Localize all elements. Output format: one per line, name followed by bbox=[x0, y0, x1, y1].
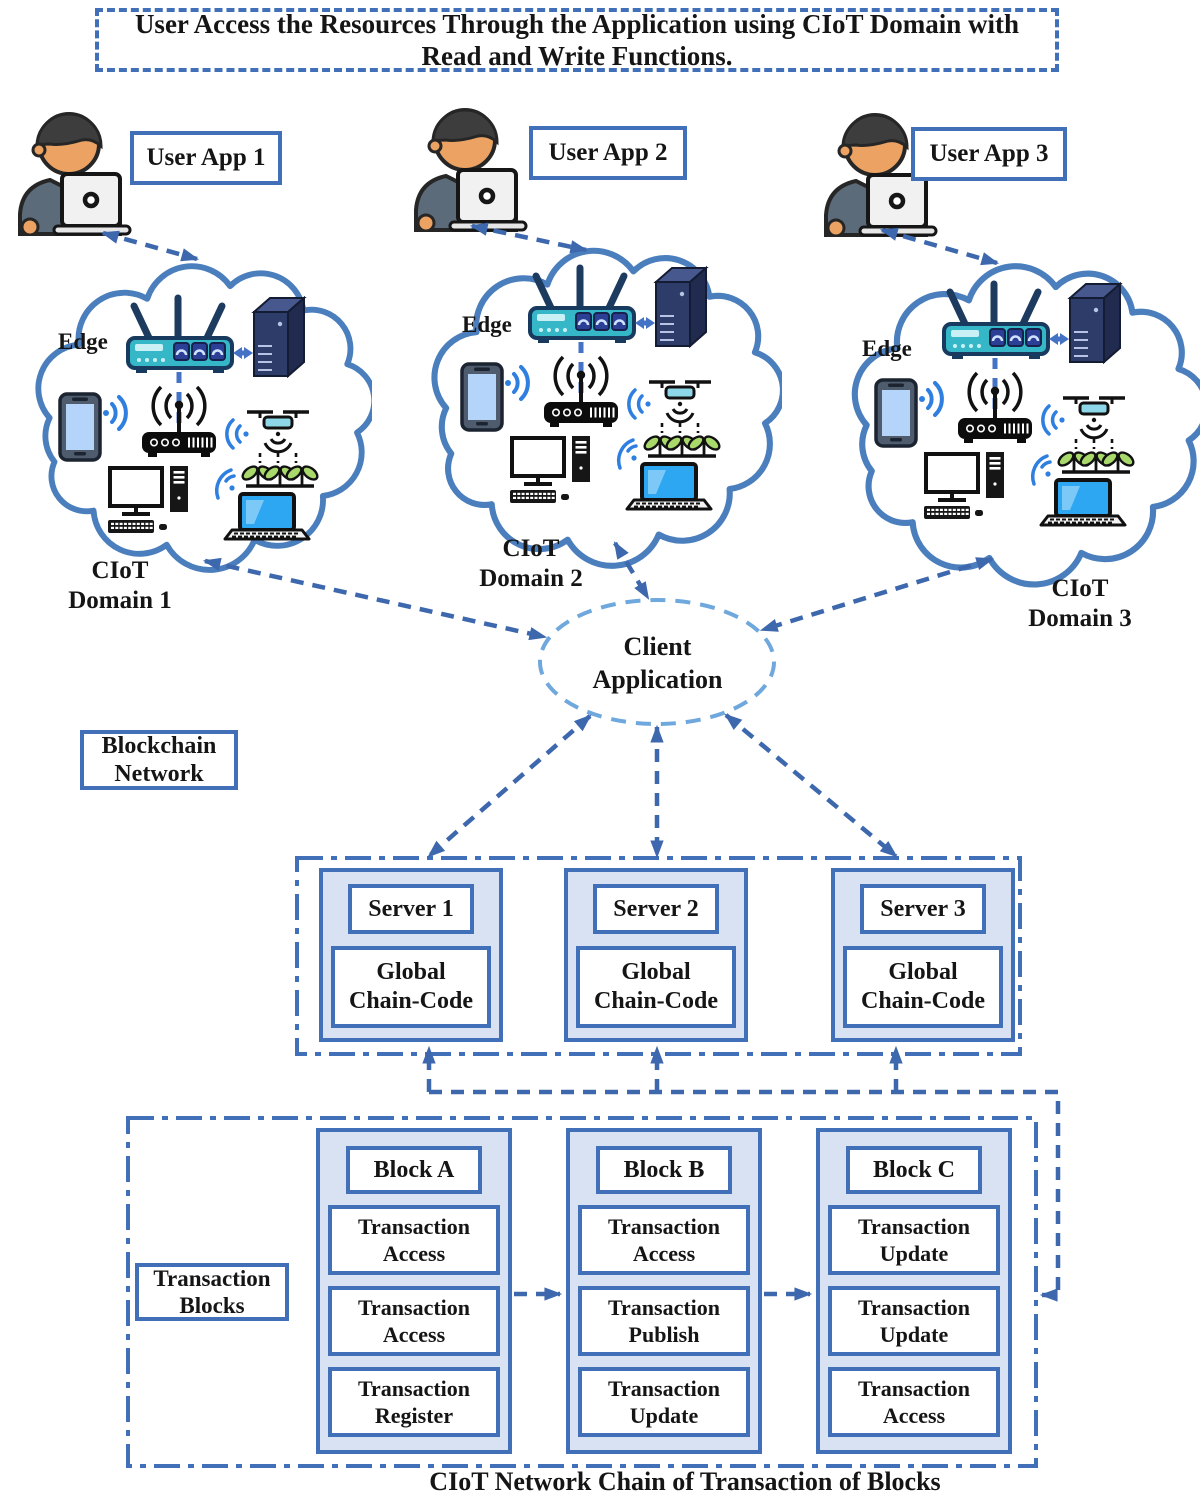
block-c-transaction-1: Transaction Update bbox=[828, 1205, 1000, 1275]
arrow-user2-domain2 bbox=[469, 222, 589, 254]
domain-2-label: CIoT Domain 2 bbox=[446, 534, 616, 594]
bottom-caption: CIoT Network Chain of Transaction of Blo… bbox=[429, 1467, 941, 1496]
block-a-transaction-2: Transaction Access bbox=[328, 1286, 500, 1356]
title-banner: User Access the Resources Through the Ap… bbox=[95, 8, 1059, 72]
server-3-panel: Server 3 Global Chain-Code bbox=[831, 868, 1015, 1042]
arrow-domain1-client bbox=[202, 557, 548, 641]
server-3-chaincode-line1: Global bbox=[888, 959, 958, 985]
client-application-ellipse bbox=[538, 598, 776, 726]
blockchain-line2: Network bbox=[114, 761, 204, 787]
tx-line1: Transaction bbox=[857, 1376, 971, 1401]
server-3-chaincode-line2: Chain-Code bbox=[860, 988, 986, 1014]
server-3-name-box: Server 3 bbox=[860, 884, 986, 934]
block-c-panel: Block C Transaction Update Transaction U… bbox=[816, 1128, 1012, 1454]
tx-line1: Transaction bbox=[357, 1295, 471, 1320]
server-1-chaincode-line1: Global bbox=[376, 959, 446, 985]
arrow-client-server1 bbox=[427, 714, 592, 858]
arrow-domain2-client bbox=[613, 541, 650, 600]
tx-line1: Transaction bbox=[607, 1376, 721, 1401]
user-1-icon bbox=[20, 114, 130, 235]
client-line1: Client bbox=[623, 632, 692, 661]
domain-3-line2: Domain 3 bbox=[1028, 605, 1132, 632]
server-1-chaincode-box: Global Chain-Code bbox=[331, 946, 491, 1028]
tx-line2: Update bbox=[879, 1322, 949, 1347]
domain-3-line1: CIoT bbox=[1051, 575, 1109, 602]
block-c-transaction-3: Transaction Access bbox=[828, 1367, 1000, 1437]
domain-1-label: CIoT Domain 1 bbox=[35, 556, 205, 616]
blockchain-network-label: Blockchain Network bbox=[80, 730, 238, 790]
tx-line2: Access bbox=[882, 1403, 946, 1428]
domain-1-line1: CIoT bbox=[91, 557, 149, 584]
arrow-client-server3 bbox=[724, 713, 898, 858]
dashed-arrows bbox=[100, 222, 1061, 1302]
server-2-chaincode-line1: Global bbox=[621, 959, 691, 985]
block-c-transaction-2: Transaction Update bbox=[828, 1286, 1000, 1356]
domain-3-label: CIoT Domain 3 bbox=[995, 574, 1165, 634]
tx-line1: Transaction bbox=[607, 1295, 721, 1320]
edge-label-1: Edge bbox=[58, 329, 108, 354]
tx-line2: Access bbox=[632, 1241, 696, 1266]
server-1-name-box: Server 1 bbox=[348, 884, 474, 934]
domain-2-line1: CIoT bbox=[502, 535, 560, 562]
block-a-transaction-1: Transaction Access bbox=[328, 1205, 500, 1275]
blockchain-line1: Blockchain bbox=[101, 733, 217, 759]
arrow-user3-domain3 bbox=[879, 227, 1000, 266]
domain-1-line2: Domain 1 bbox=[68, 587, 172, 614]
block-b-transaction-2: Transaction Publish bbox=[578, 1286, 750, 1356]
server-2-name-box: Server 2 bbox=[593, 884, 719, 934]
tx-line2: Publish bbox=[628, 1322, 700, 1347]
client-line2: Application bbox=[592, 665, 723, 694]
block-a-transaction-3: Transaction Register bbox=[328, 1367, 500, 1437]
tx-line1: Transaction bbox=[357, 1376, 471, 1401]
txlabel-line2: Blocks bbox=[179, 1293, 245, 1318]
block-a-panel: Block A Transaction Access Transaction A… bbox=[316, 1128, 512, 1454]
user-app-1-label: User App 1 bbox=[130, 131, 282, 185]
tx-line2: Register bbox=[374, 1403, 454, 1428]
tx-line1: Transaction bbox=[857, 1295, 971, 1320]
tx-line2: Update bbox=[879, 1241, 949, 1266]
user-2-icon bbox=[416, 110, 526, 231]
user-app-3-label: User App 3 bbox=[911, 127, 1067, 181]
edge-label-3: Edge bbox=[862, 336, 912, 361]
tx-line1: Transaction bbox=[607, 1214, 721, 1239]
block-b-name-box: Block B bbox=[596, 1146, 732, 1194]
block-c-name-box: Block C bbox=[846, 1146, 982, 1194]
server-1-chaincode-line2: Chain-Code bbox=[348, 988, 474, 1014]
client-application-label: Client Application bbox=[560, 630, 755, 696]
server-2-panel: Server 2 Global Chain-Code bbox=[564, 868, 748, 1042]
block-a-name-box: Block A bbox=[346, 1146, 482, 1194]
tx-line1: Transaction bbox=[857, 1214, 971, 1239]
block-b-transaction-3: Transaction Update bbox=[578, 1367, 750, 1437]
tx-line2: Access bbox=[382, 1322, 446, 1347]
tx-line2: Update bbox=[629, 1403, 699, 1428]
server-1-panel: Server 1 Global Chain-Code bbox=[319, 868, 503, 1042]
feedback-connector bbox=[429, 1089, 1061, 1302]
arrow-domain3-client bbox=[759, 556, 995, 633]
txlabel-line1: Transaction bbox=[153, 1266, 271, 1291]
transaction-blocks-container bbox=[126, 1116, 1038, 1468]
arrow-user1-domain1 bbox=[100, 230, 200, 262]
block-b-panel: Block B Transaction Access Transaction P… bbox=[566, 1128, 762, 1454]
server-2-chaincode-box: Global Chain-Code bbox=[576, 946, 736, 1028]
domain-2-line2: Domain 2 bbox=[479, 565, 583, 592]
transaction-blocks-label: Transaction Blocks bbox=[135, 1263, 289, 1321]
server-2-chaincode-line2: Chain-Code bbox=[593, 988, 719, 1014]
tx-line2: Access bbox=[382, 1241, 446, 1266]
user-app-2-label: User App 2 bbox=[529, 126, 687, 180]
server-3-chaincode-box: Global Chain-Code bbox=[843, 946, 1003, 1028]
block-b-transaction-1: Transaction Access bbox=[578, 1205, 750, 1275]
edge-label-2: Edge bbox=[462, 312, 512, 337]
tx-line1: Transaction bbox=[357, 1214, 471, 1239]
